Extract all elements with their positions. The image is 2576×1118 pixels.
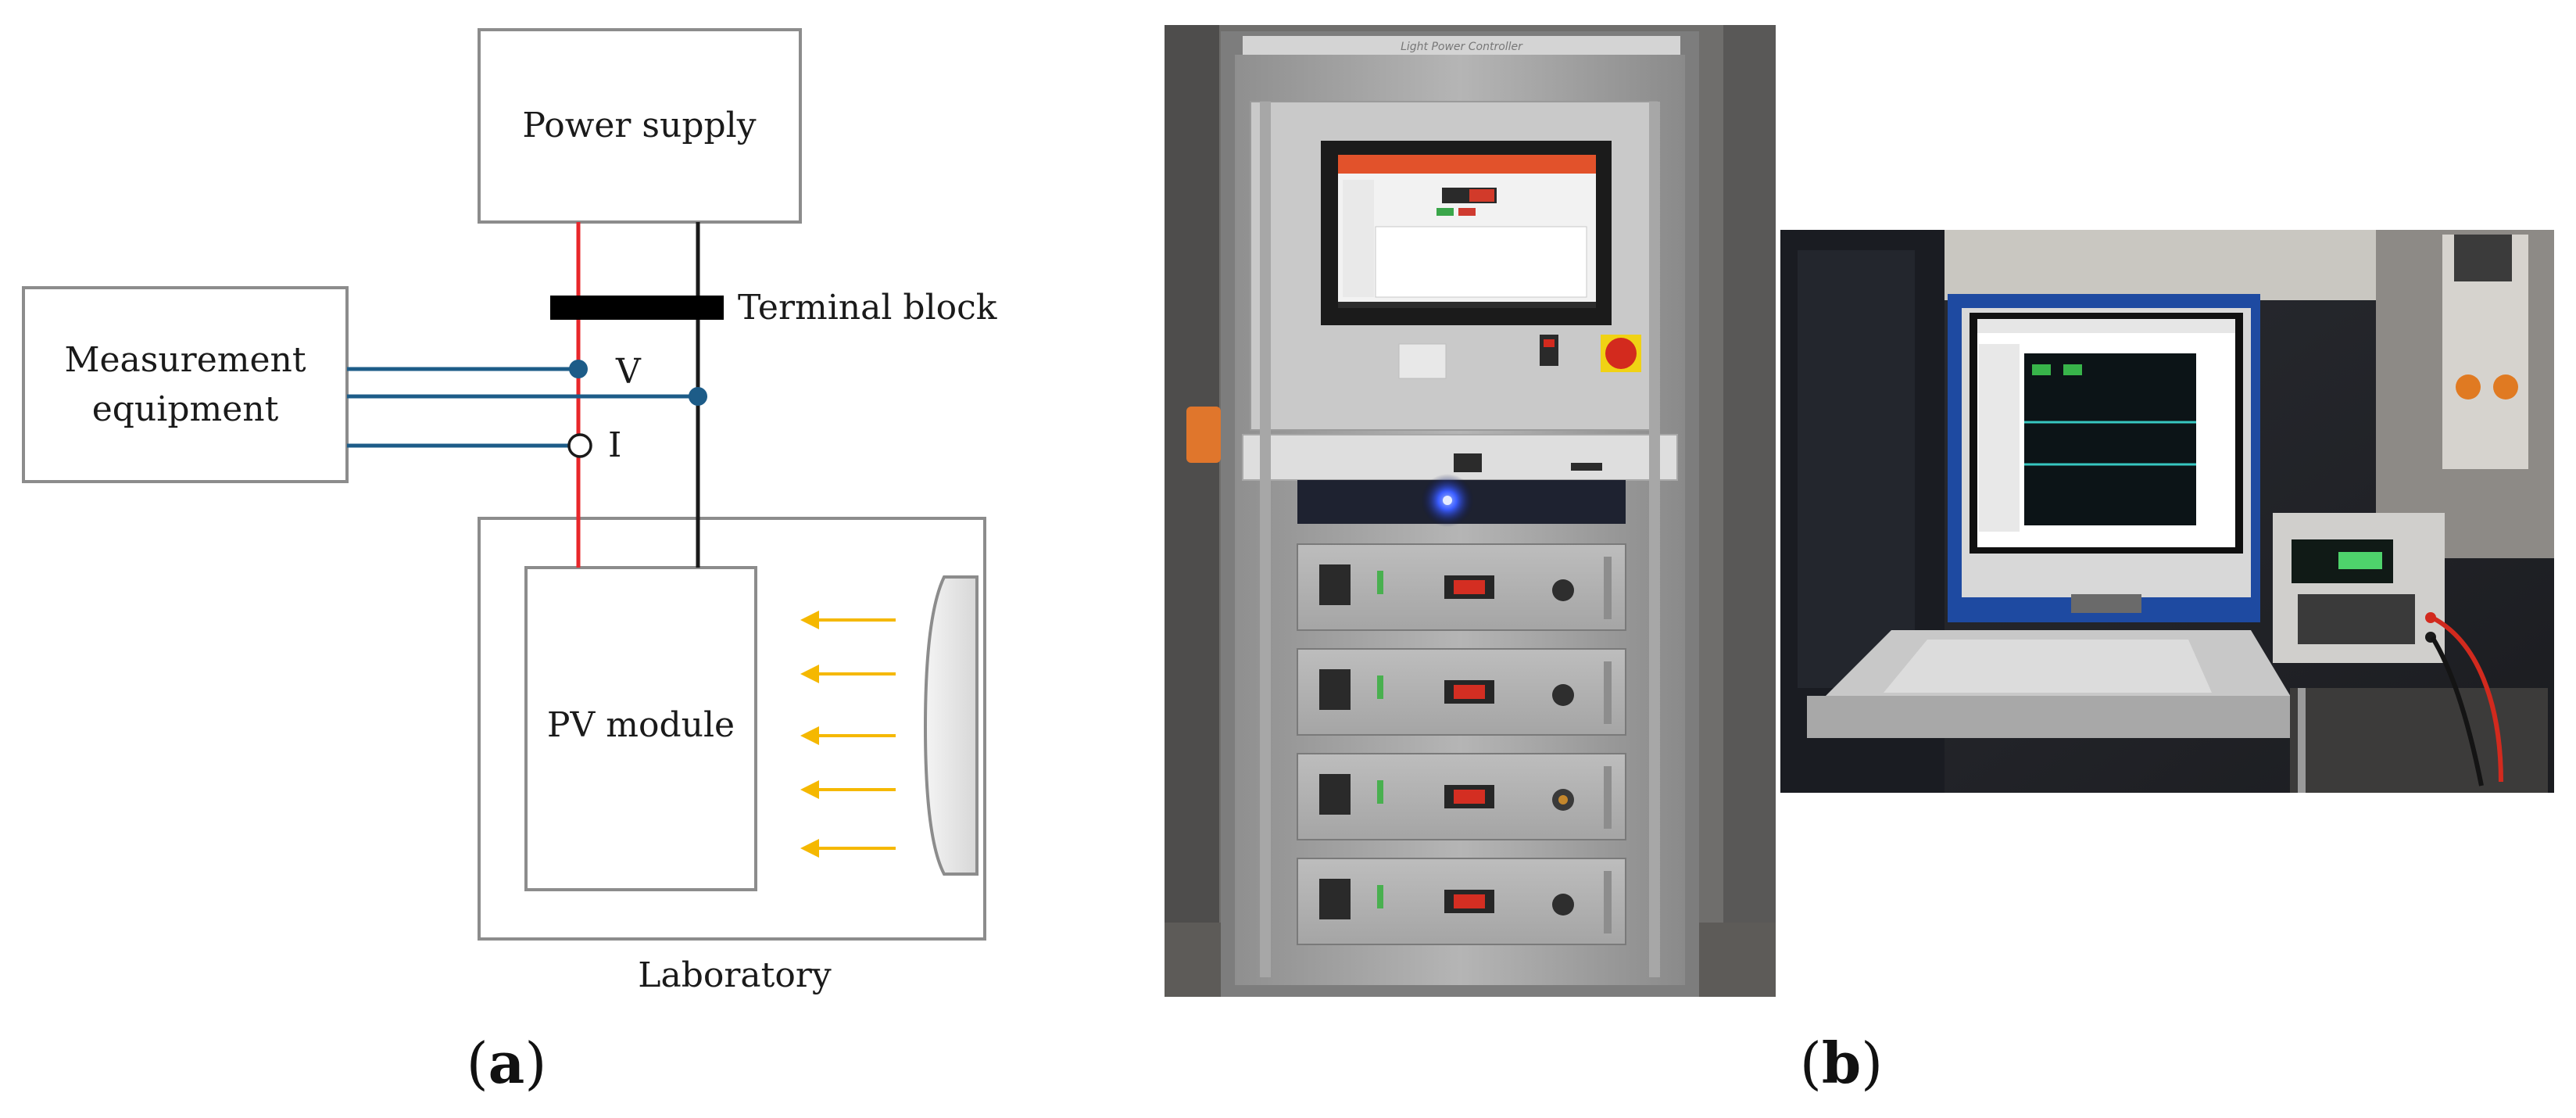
caption-a-open: (	[467, 1030, 488, 1096]
caption-b: (b)	[1800, 1030, 1884, 1096]
cabinet-header	[1243, 36, 1680, 55]
daq-monitor-status-led	[2063, 364, 2082, 375]
multimeter-digits	[2338, 552, 2382, 569]
terminal-block	[550, 296, 724, 320]
daq-photo-left-cabinet-panel	[1798, 250, 1915, 688]
cabinet-right-rail	[1649, 102, 1660, 977]
current-sensor-ring	[567, 433, 592, 458]
cabinet-left-rail	[1260, 102, 1271, 977]
cabinet-photo: Light Power Controller	[1165, 25, 1776, 997]
voltage-label: V	[615, 352, 642, 392]
daq-photo-back-wall	[1945, 230, 2376, 300]
terminal-block-label: Terminal block	[738, 288, 997, 328]
schematic-panel: Power supply Measurement equipment Labor…	[22, 28, 997, 1096]
cable-tie-bag	[1398, 343, 1447, 379]
measurement-equipment-box	[22, 286, 349, 483]
touchscreen-taskbar	[1338, 302, 1596, 308]
desk	[2290, 688, 2548, 793]
daq-label-plate	[2071, 594, 2141, 613]
light-arrow	[800, 611, 896, 629]
touchscreen-green-button	[1436, 208, 1454, 216]
outlet-socket	[2493, 374, 2518, 400]
touchscreen-readout-digits	[1469, 189, 1494, 202]
current-label: I	[608, 425, 621, 465]
caption-b-close: )	[1861, 1030, 1883, 1096]
pv-module-label: PV module	[547, 705, 735, 745]
daq-photo	[1780, 230, 2554, 793]
voltage-junction-negative	[689, 387, 707, 406]
light-arrow	[800, 780, 896, 799]
pv-module-box	[524, 566, 757, 891]
daq-monitor-plot	[2024, 353, 2196, 525]
caption-b-letter: b	[1822, 1030, 1861, 1096]
light-arrow	[800, 839, 896, 858]
cabinet-shelf-handle	[1454, 453, 1482, 472]
touchscreen-red-button	[1458, 208, 1476, 216]
caption-a-close: )	[524, 1030, 546, 1096]
outlet-socket	[2456, 374, 2481, 400]
caption-b-open: (	[1800, 1030, 1822, 1096]
orange-device	[1186, 407, 1221, 463]
rack-module	[1297, 543, 1626, 631]
rack-module	[1297, 858, 1626, 945]
emergency-stop-button	[1605, 338, 1637, 369]
measurement-equipment-label-line2: equipment	[92, 389, 279, 429]
caption-a: (a)	[467, 1030, 547, 1096]
multimeter-keypad	[2298, 594, 2415, 644]
power-supply-label: Power supply	[522, 106, 756, 145]
red-test-lead	[2431, 615, 2503, 783]
touchscreen-graph-area	[1375, 226, 1587, 298]
touchscreen-side-panel	[1343, 180, 1374, 297]
light-arrow	[800, 726, 896, 745]
blue-led	[1443, 496, 1452, 505]
touchscreen-titlebar	[1338, 155, 1596, 174]
photo-right-wall	[1723, 25, 1776, 997]
keyboard	[1884, 640, 2212, 693]
daq-monitor-toolbar	[1977, 319, 2235, 333]
light-arrows	[800, 611, 896, 858]
keyboard-tray-front	[1807, 696, 2296, 738]
daq-monitor-status-led	[2032, 364, 2051, 375]
black-test-lead	[2430, 636, 2484, 787]
laboratory-label: Laboratory	[638, 955, 832, 995]
light-source-lamp	[923, 575, 979, 876]
rack-module	[1297, 753, 1626, 840]
rack-modules	[1297, 543, 1626, 945]
outlet-display	[2454, 235, 2512, 281]
rack-module	[1297, 648, 1626, 736]
cabinet-header-label: Light Power Controller	[1401, 41, 1523, 53]
desk-leg	[2298, 688, 2306, 793]
light-arrow	[800, 665, 896, 683]
cabinet-shelf-slot	[1571, 463, 1602, 471]
key-switch-indicator	[1544, 339, 1555, 347]
daq-monitor-side-panel	[1979, 344, 2020, 532]
power-supply-box	[478, 28, 802, 224]
caption-a-letter: a	[488, 1030, 525, 1096]
photo-left-wall	[1165, 25, 1219, 997]
measurement-equipment-label-line1: Measurement	[64, 340, 306, 380]
voltage-junction-positive	[569, 360, 588, 378]
cabinet-shelf	[1242, 434, 1678, 481]
